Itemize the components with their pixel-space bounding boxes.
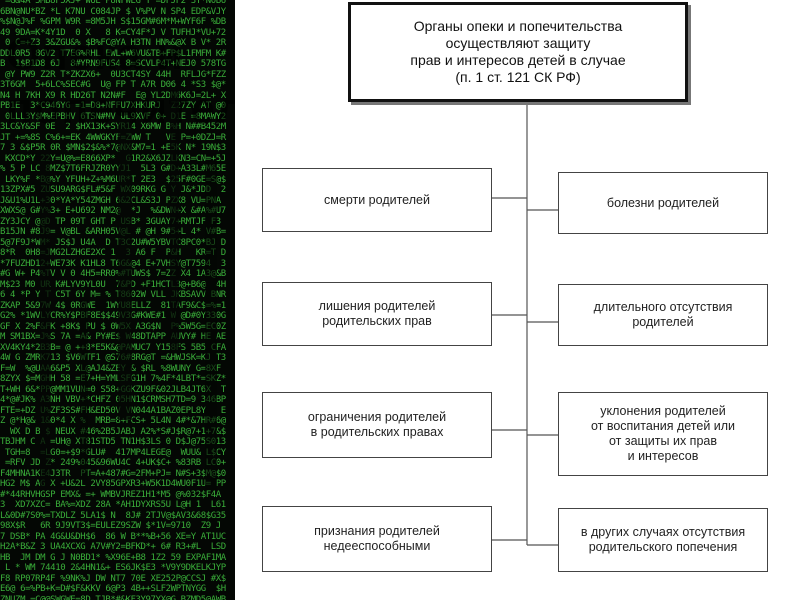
right-box-2: длительного отсутствия родителей	[558, 284, 768, 346]
left-box-3: ограничения родителей в родительских пра…	[262, 392, 492, 458]
left-box-4: признания родителей недееспособными	[262, 506, 492, 572]
left-box-2: лишения родителей родительских прав	[262, 282, 492, 346]
right-box-1: болезни родителей	[558, 172, 768, 234]
left-box-1: смерти родителей	[262, 168, 492, 232]
root-box: Органы опеки и попечительства осуществля…	[348, 2, 688, 102]
right-box-4: в других случаях отсутствия родительског…	[558, 508, 768, 572]
right-box-3: уклонения родителей от воспитания детей …	[558, 392, 768, 476]
slide-title-overlay: Опека и попечительство	[6, 30, 235, 133]
